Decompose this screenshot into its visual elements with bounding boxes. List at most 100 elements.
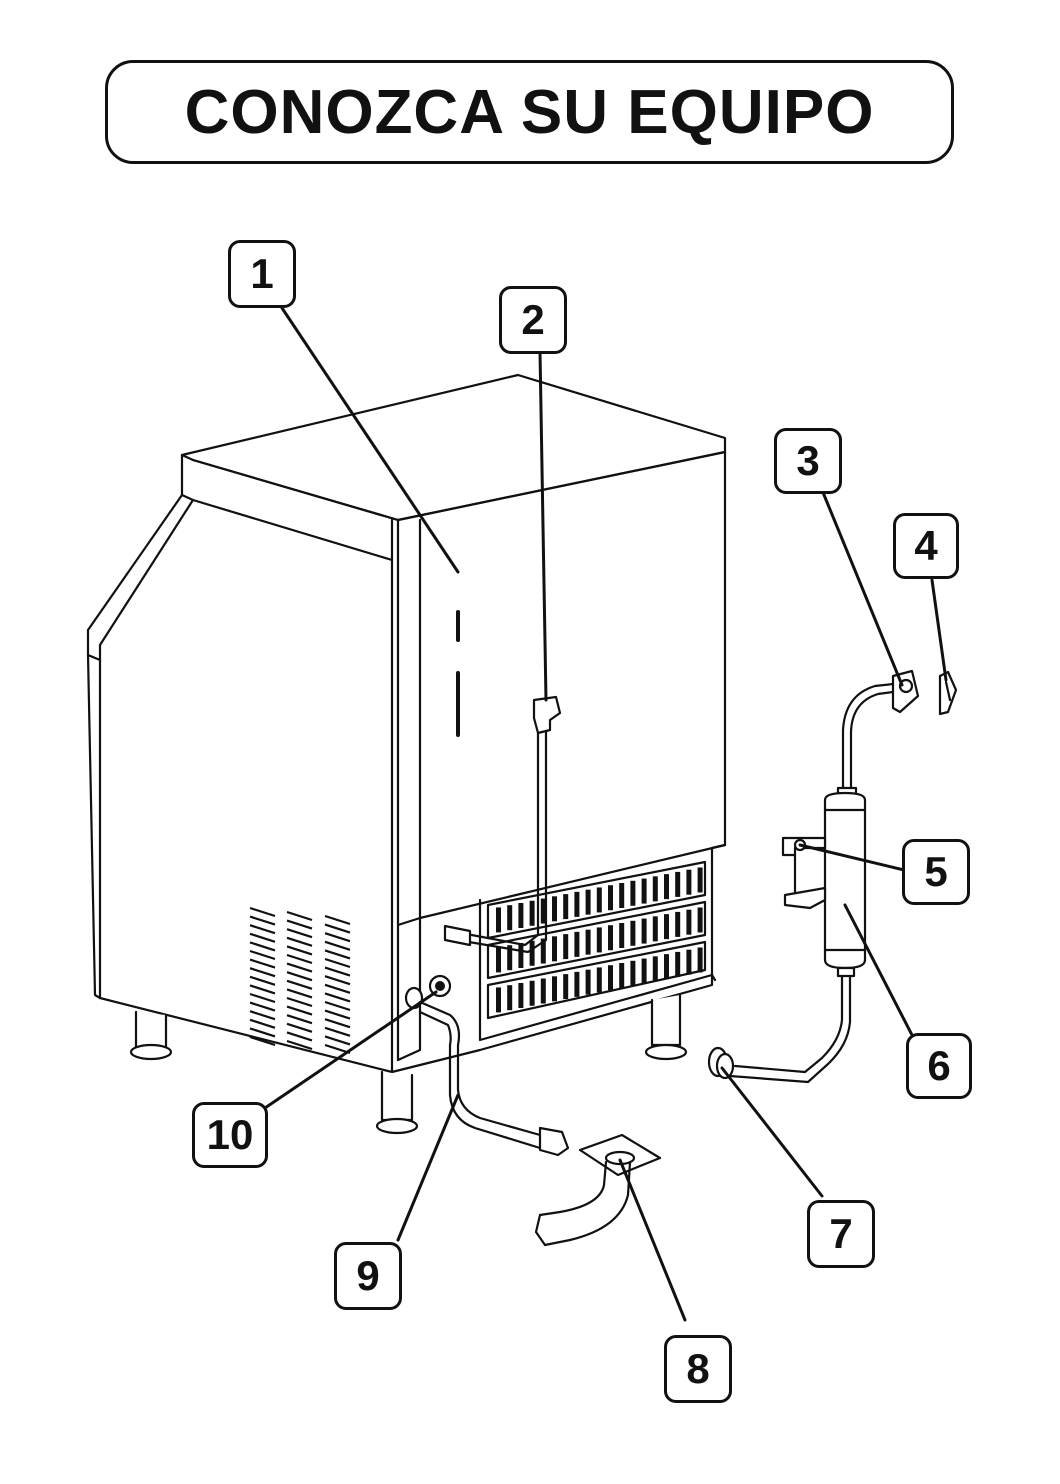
grille-slat xyxy=(686,949,692,975)
grille-slat xyxy=(641,958,647,984)
grille-slat xyxy=(641,918,647,944)
grille-slat xyxy=(608,885,613,911)
vent-slot xyxy=(324,1026,351,1037)
vent-slot xyxy=(286,1031,313,1042)
vent-slot xyxy=(324,1035,351,1046)
callout-10: 10 xyxy=(192,1102,268,1168)
grille-slat xyxy=(675,871,681,897)
vent-slot xyxy=(249,941,276,952)
vent-slot xyxy=(286,1005,313,1016)
title-box: CONOZCA SU EQUIPO xyxy=(105,60,954,164)
callout-6: 6 xyxy=(906,1033,972,1099)
grille-slat xyxy=(574,931,580,957)
vent-slot xyxy=(249,1027,276,1038)
grille-slat xyxy=(496,947,501,973)
vent-slot xyxy=(286,1039,313,1051)
callout-2: 2 xyxy=(499,286,567,354)
grille-slat xyxy=(652,916,658,942)
vent-slot xyxy=(249,958,276,969)
vent-slot xyxy=(249,915,276,926)
grille-slat xyxy=(596,967,602,993)
grille-slat xyxy=(619,883,625,909)
vent-slot xyxy=(324,1009,351,1020)
vent-slot xyxy=(286,919,313,930)
grille-slat xyxy=(496,987,501,1013)
vent-slot xyxy=(249,975,276,986)
feet xyxy=(129,993,688,1135)
grille-slat xyxy=(664,874,669,900)
vent-slot xyxy=(324,949,351,960)
vent-slot xyxy=(286,945,313,956)
callout-4-label: 4 xyxy=(914,522,938,569)
vent-slot xyxy=(324,957,351,969)
grille-slat xyxy=(585,889,591,915)
grille-slat xyxy=(596,887,602,913)
callout-1-label: 1 xyxy=(250,250,274,297)
grille-slat xyxy=(518,942,524,968)
vent-slot xyxy=(286,962,313,973)
grille-slat xyxy=(574,971,580,997)
grille-slat xyxy=(630,920,636,946)
vent-slot xyxy=(324,966,351,977)
callout-5-label: 5 xyxy=(924,848,948,895)
callout-8: 8 xyxy=(664,1335,732,1403)
callout-3-label: 3 xyxy=(796,437,820,484)
callout-6-label: 6 xyxy=(927,1042,951,1089)
grille-slat xyxy=(540,898,546,924)
callout-2-label: 2 xyxy=(521,296,545,343)
vent-slot xyxy=(286,910,313,922)
grille-slat xyxy=(686,869,692,895)
grille-slat xyxy=(529,900,535,926)
grille-slat xyxy=(529,980,535,1006)
grille-slat xyxy=(496,907,501,933)
grille-slat xyxy=(518,902,524,928)
grille-slat xyxy=(664,914,669,940)
machine-body xyxy=(86,373,727,1135)
grille-slat xyxy=(619,963,625,989)
vent-slot xyxy=(286,971,313,982)
grille-slat xyxy=(630,880,636,906)
grille-slat xyxy=(574,891,580,917)
vent-slot xyxy=(249,906,276,918)
grille-slat xyxy=(619,923,625,949)
vent-slot xyxy=(286,928,313,939)
grille-slat xyxy=(630,960,636,986)
grille-slat xyxy=(529,940,535,966)
grille-slat xyxy=(507,945,513,971)
grille-slat xyxy=(563,934,569,960)
vent-slot xyxy=(249,1035,276,1047)
grille-slat xyxy=(608,965,613,991)
grille-slat xyxy=(697,867,703,893)
grille-slat xyxy=(552,976,557,1002)
side-vents xyxy=(249,906,351,1055)
vent-slot xyxy=(249,924,276,935)
grille-slat xyxy=(697,907,703,933)
vent-slot xyxy=(324,914,351,926)
callout-1: 1 xyxy=(228,240,296,308)
vent-slot xyxy=(249,992,276,1004)
callout-3: 3 xyxy=(774,428,842,494)
grille-slat xyxy=(585,969,591,995)
vent-slot xyxy=(324,975,351,986)
vent-slot xyxy=(286,996,313,1008)
vent-slot xyxy=(324,983,351,994)
callout-7: 7 xyxy=(807,1200,875,1268)
vent-slot xyxy=(286,988,313,999)
grille-slat xyxy=(585,929,591,955)
grille-slats xyxy=(496,867,703,1013)
grille-slat xyxy=(518,982,524,1008)
grille-slat xyxy=(686,909,692,935)
grille-slat xyxy=(563,974,569,1000)
vent-slot xyxy=(286,953,313,965)
grille-slat xyxy=(641,878,647,904)
vent-slot xyxy=(324,1000,351,1012)
callout-4: 4 xyxy=(893,513,959,579)
leader-lines xyxy=(260,306,948,1322)
grille-slat xyxy=(596,927,602,953)
vent-slot xyxy=(249,1001,276,1012)
vent-slot xyxy=(249,1018,276,1029)
grille-slat xyxy=(652,876,658,902)
condenser-grille xyxy=(486,860,707,1020)
